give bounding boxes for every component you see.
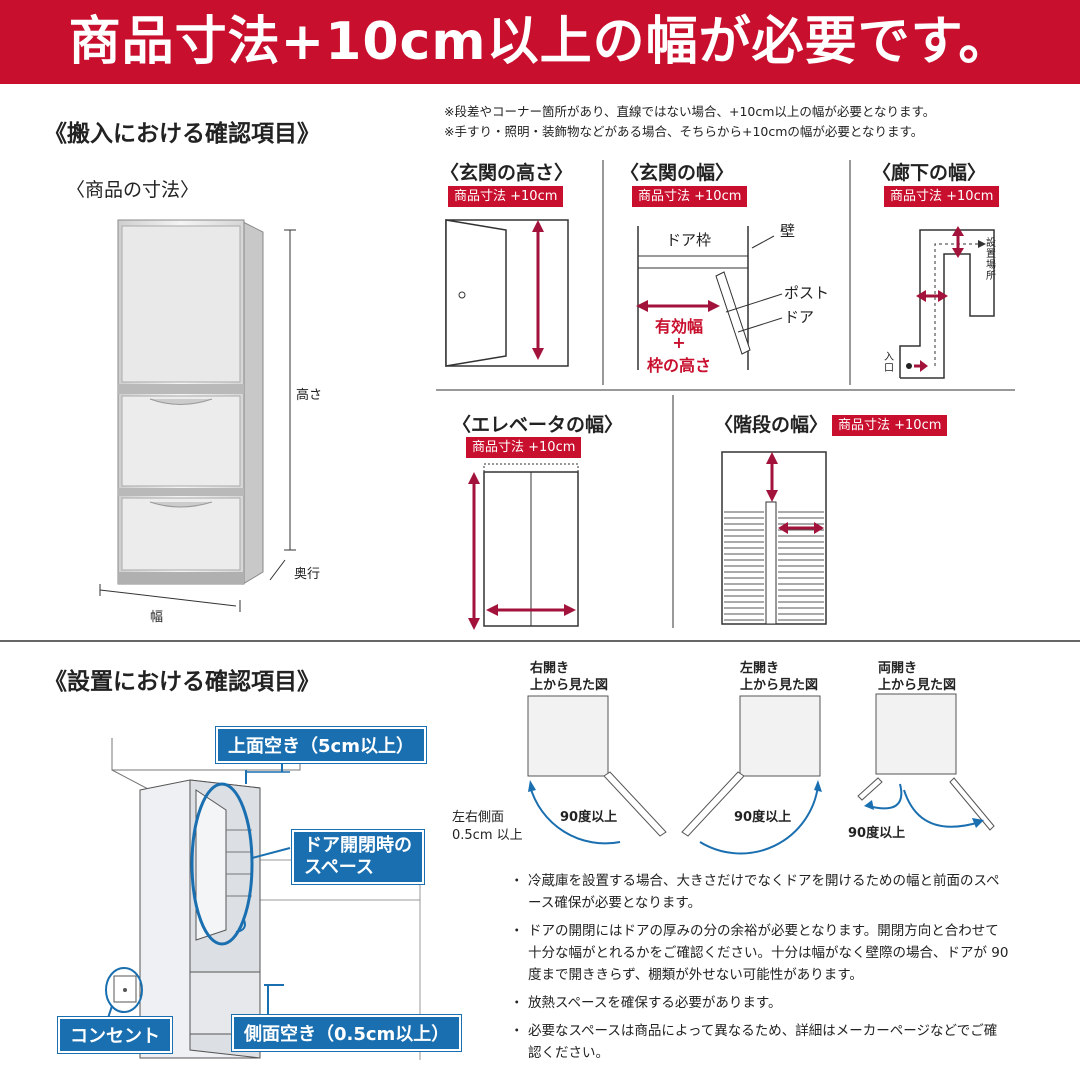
left-open-angle: 90度以上 (734, 810, 792, 825)
double-open-angle: 90度以上 (848, 826, 906, 841)
depth-label: 奥行 (294, 567, 321, 582)
note-item: ドアの開閉にはドアの厚みの分の余裕が必要となります。開閉方向と合わせて十分な幅が… (510, 920, 1010, 986)
view-left-title-1: 左開き (740, 661, 780, 676)
installation-section-title: 《設置における確認項目》 (44, 669, 320, 695)
wall-label: 壁 (780, 222, 796, 240)
delivery-note-2: ※手すり・照明・装飾物などがある場合、そちらから+10cmの幅が必要となります。 (444, 124, 924, 139)
view-double-title-1: 両開き (878, 661, 918, 676)
right-open-angle: 90度以上 (560, 810, 618, 825)
height-label: 高さ (296, 388, 323, 403)
view-right-title-1: 右開き (530, 661, 570, 676)
entrance-width-tag: 商品寸法 +10cm (632, 186, 748, 207)
frame-height-label: 枠の高さ (646, 356, 711, 375)
effective-width-label: 有効幅 (654, 317, 703, 336)
door-space-label: ドア開閉時の スペース (292, 830, 424, 884)
stairs-width-title: 〈階段の幅〉 (714, 414, 829, 436)
hallway-width-tag: 商品寸法 +10cm (884, 186, 1000, 207)
view-right-title-2: 上から見た図 (530, 678, 609, 693)
side-gap-label-1: 左右側面 (452, 810, 505, 825)
entrance-label: 入口 (884, 352, 894, 374)
entrance-width-title: 〈玄関の幅〉 (620, 162, 735, 184)
side-gap-label-2: 0.5cm 以上 (452, 828, 523, 843)
door-frame-label: ドア枠 (666, 231, 712, 249)
delivery-note-1: ※段差やコーナー箇所があり、直線ではない場合、+10cm以上の幅が必要となります… (444, 104, 936, 119)
view-left-title-2: 上から見た図 (740, 678, 819, 693)
product-size-title: 〈商品の寸法〉 (66, 179, 200, 201)
outlet-label: コンセント (58, 1017, 172, 1053)
width-label: 幅 (150, 610, 164, 625)
hallway-width-title: 〈廊下の幅〉 (872, 162, 987, 184)
plus-label: + (672, 333, 686, 352)
elevator-width-tag: 商品寸法 +10cm (466, 437, 582, 458)
install-place-label: 設置場所 (986, 238, 996, 282)
note-item: 放熱スペースを確保する必要があります。 (510, 992, 1010, 1014)
view-left-title: 左開き 上から見た図 (740, 660, 818, 694)
delivery-section-title: 《搬入における確認項目》 (44, 121, 320, 147)
post-label: ポスト (784, 284, 830, 302)
elevator-width-title: 〈エレベータの幅〉 (452, 414, 624, 436)
note-item: 必要なスペースは商品によって異なるため、詳細はメーカーページなどでご確認ください… (510, 1020, 1010, 1064)
door-space-line-1: ドア開閉時の (304, 835, 412, 856)
view-double-title: 両開き 上から見た図 (878, 660, 956, 694)
stairs-width-tag: 商品寸法 +10cm (832, 415, 948, 436)
view-right-title: 右開き 上から見た図 (530, 660, 608, 694)
view-double-title-2: 上から見た図 (878, 678, 957, 693)
installation-notes: 冷蔵庫を設置する場合、大きさだけでなくドアを開けるための幅と前面のスペース確保が… (510, 870, 1010, 1070)
note-item: 冷蔵庫を設置する場合、大きさだけでなくドアを開けるための幅と前面のスペース確保が… (510, 870, 1010, 914)
door-space-line-2: スペース (304, 857, 374, 878)
top-space-label: 上面空き（5cm以上） (216, 727, 426, 763)
entrance-height-tag: 商品寸法 +10cm (448, 186, 564, 207)
entrance-height-title: 〈玄関の高さ〉 (440, 162, 574, 184)
side-space-label: 側面空き（0.5cm以上） (232, 1015, 462, 1051)
header-banner (0, 0, 1080, 84)
door-label: ドア (784, 308, 815, 326)
page-title: 商品寸法+10cm以上の幅が必要です。 (68, 12, 1012, 72)
